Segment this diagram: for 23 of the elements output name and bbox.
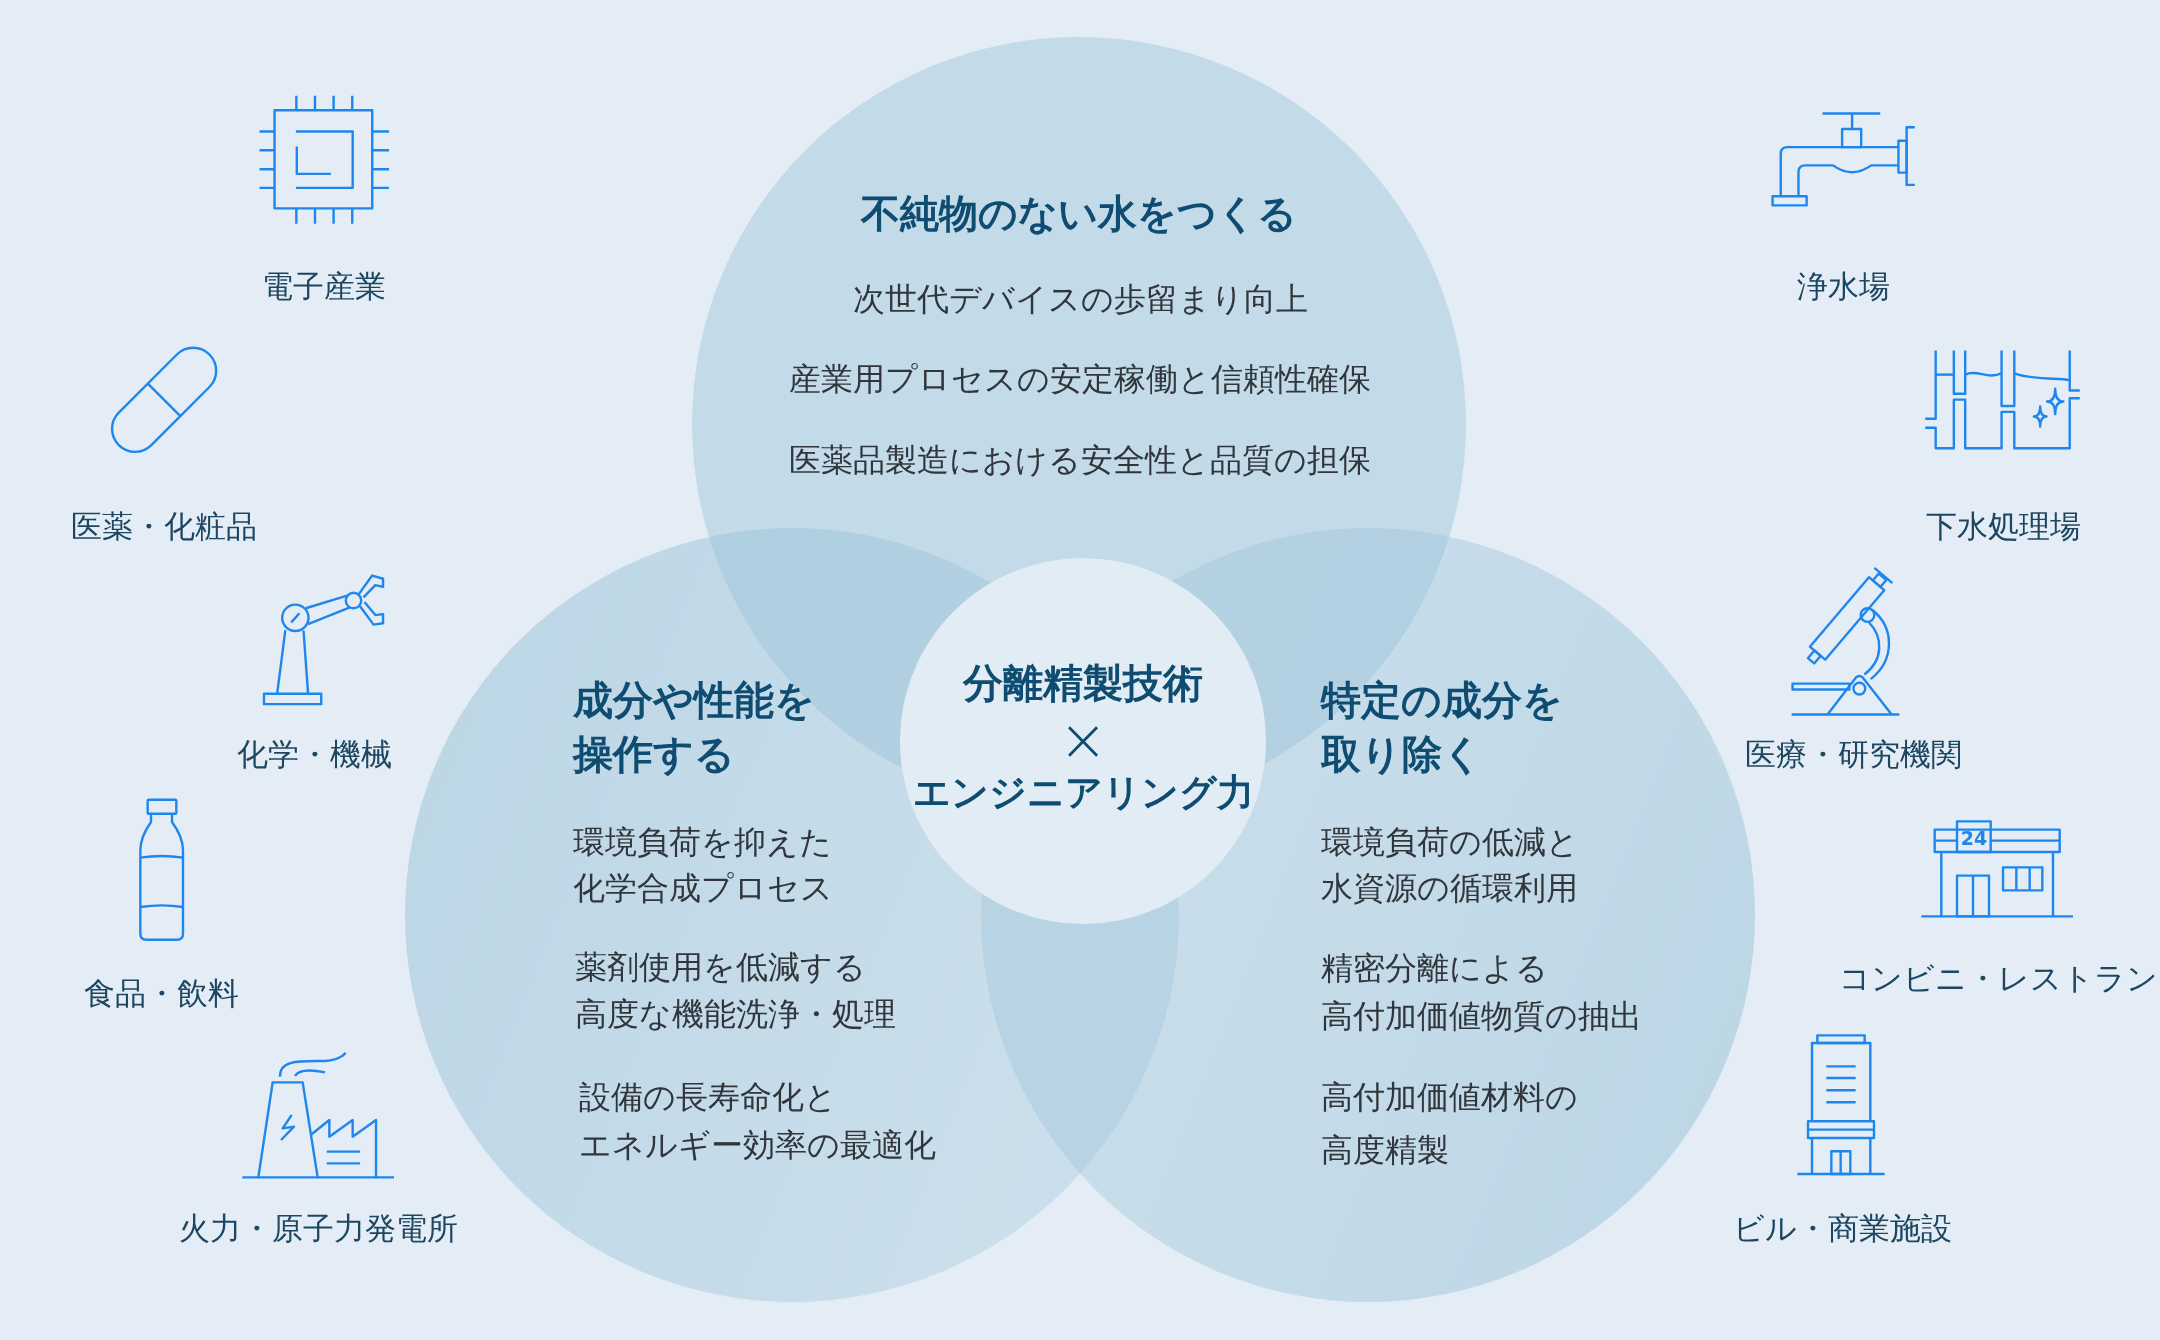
industry-label: 電子産業 <box>262 267 386 306</box>
circle-heading: 成分や性能を操作する <box>573 676 815 779</box>
industry-label: 火力・原子力発電所 <box>178 1209 458 1248</box>
industry-label: コンビニ・レストラン <box>1838 959 2158 998</box>
item-text: 高付加価値材料の高度精製 <box>1321 1076 1578 1171</box>
sign-number: 24 <box>1960 825 1988 851</box>
item-text: 設備の長寿命化とエネルギー効率の最適化 <box>579 1077 936 1166</box>
item-text: 医薬品製造における安全性と品質の担保 <box>789 440 1371 481</box>
industry-label: 化学・機械 <box>236 735 392 774</box>
industry-label: ビル・商業施設 <box>1732 1209 1952 1248</box>
circle-heading: 不純物のない水をつくる <box>861 189 1297 238</box>
item-text: 精密分離による高付加価値物質の抽出 <box>1321 948 1642 1037</box>
item-text: 産業用プロセスの安定稼働と信頼性確保 <box>789 359 1371 400</box>
item-text: 次世代デバイスの歩留まり向上 <box>852 279 1308 320</box>
industry-label: 食品・飲料 <box>83 974 239 1013</box>
industry-label: 医薬・化粧品 <box>71 507 257 546</box>
industry-label: 下水処理場 <box>1925 507 2081 546</box>
item-text: 環境負荷の低減と水資源の循環利用 <box>1321 822 1579 909</box>
industry-label: 浄水場 <box>1796 267 1890 306</box>
circle-heading: 特定の成分を取り除く <box>1321 676 1563 779</box>
item-text: 環境負荷を抑えた化学合成プロセス <box>573 822 833 909</box>
item-text: 薬剤使用を低減する高度な機能洗浄・処理 <box>575 946 896 1035</box>
industry-label: 医療・研究機関 <box>1744 735 1962 774</box>
